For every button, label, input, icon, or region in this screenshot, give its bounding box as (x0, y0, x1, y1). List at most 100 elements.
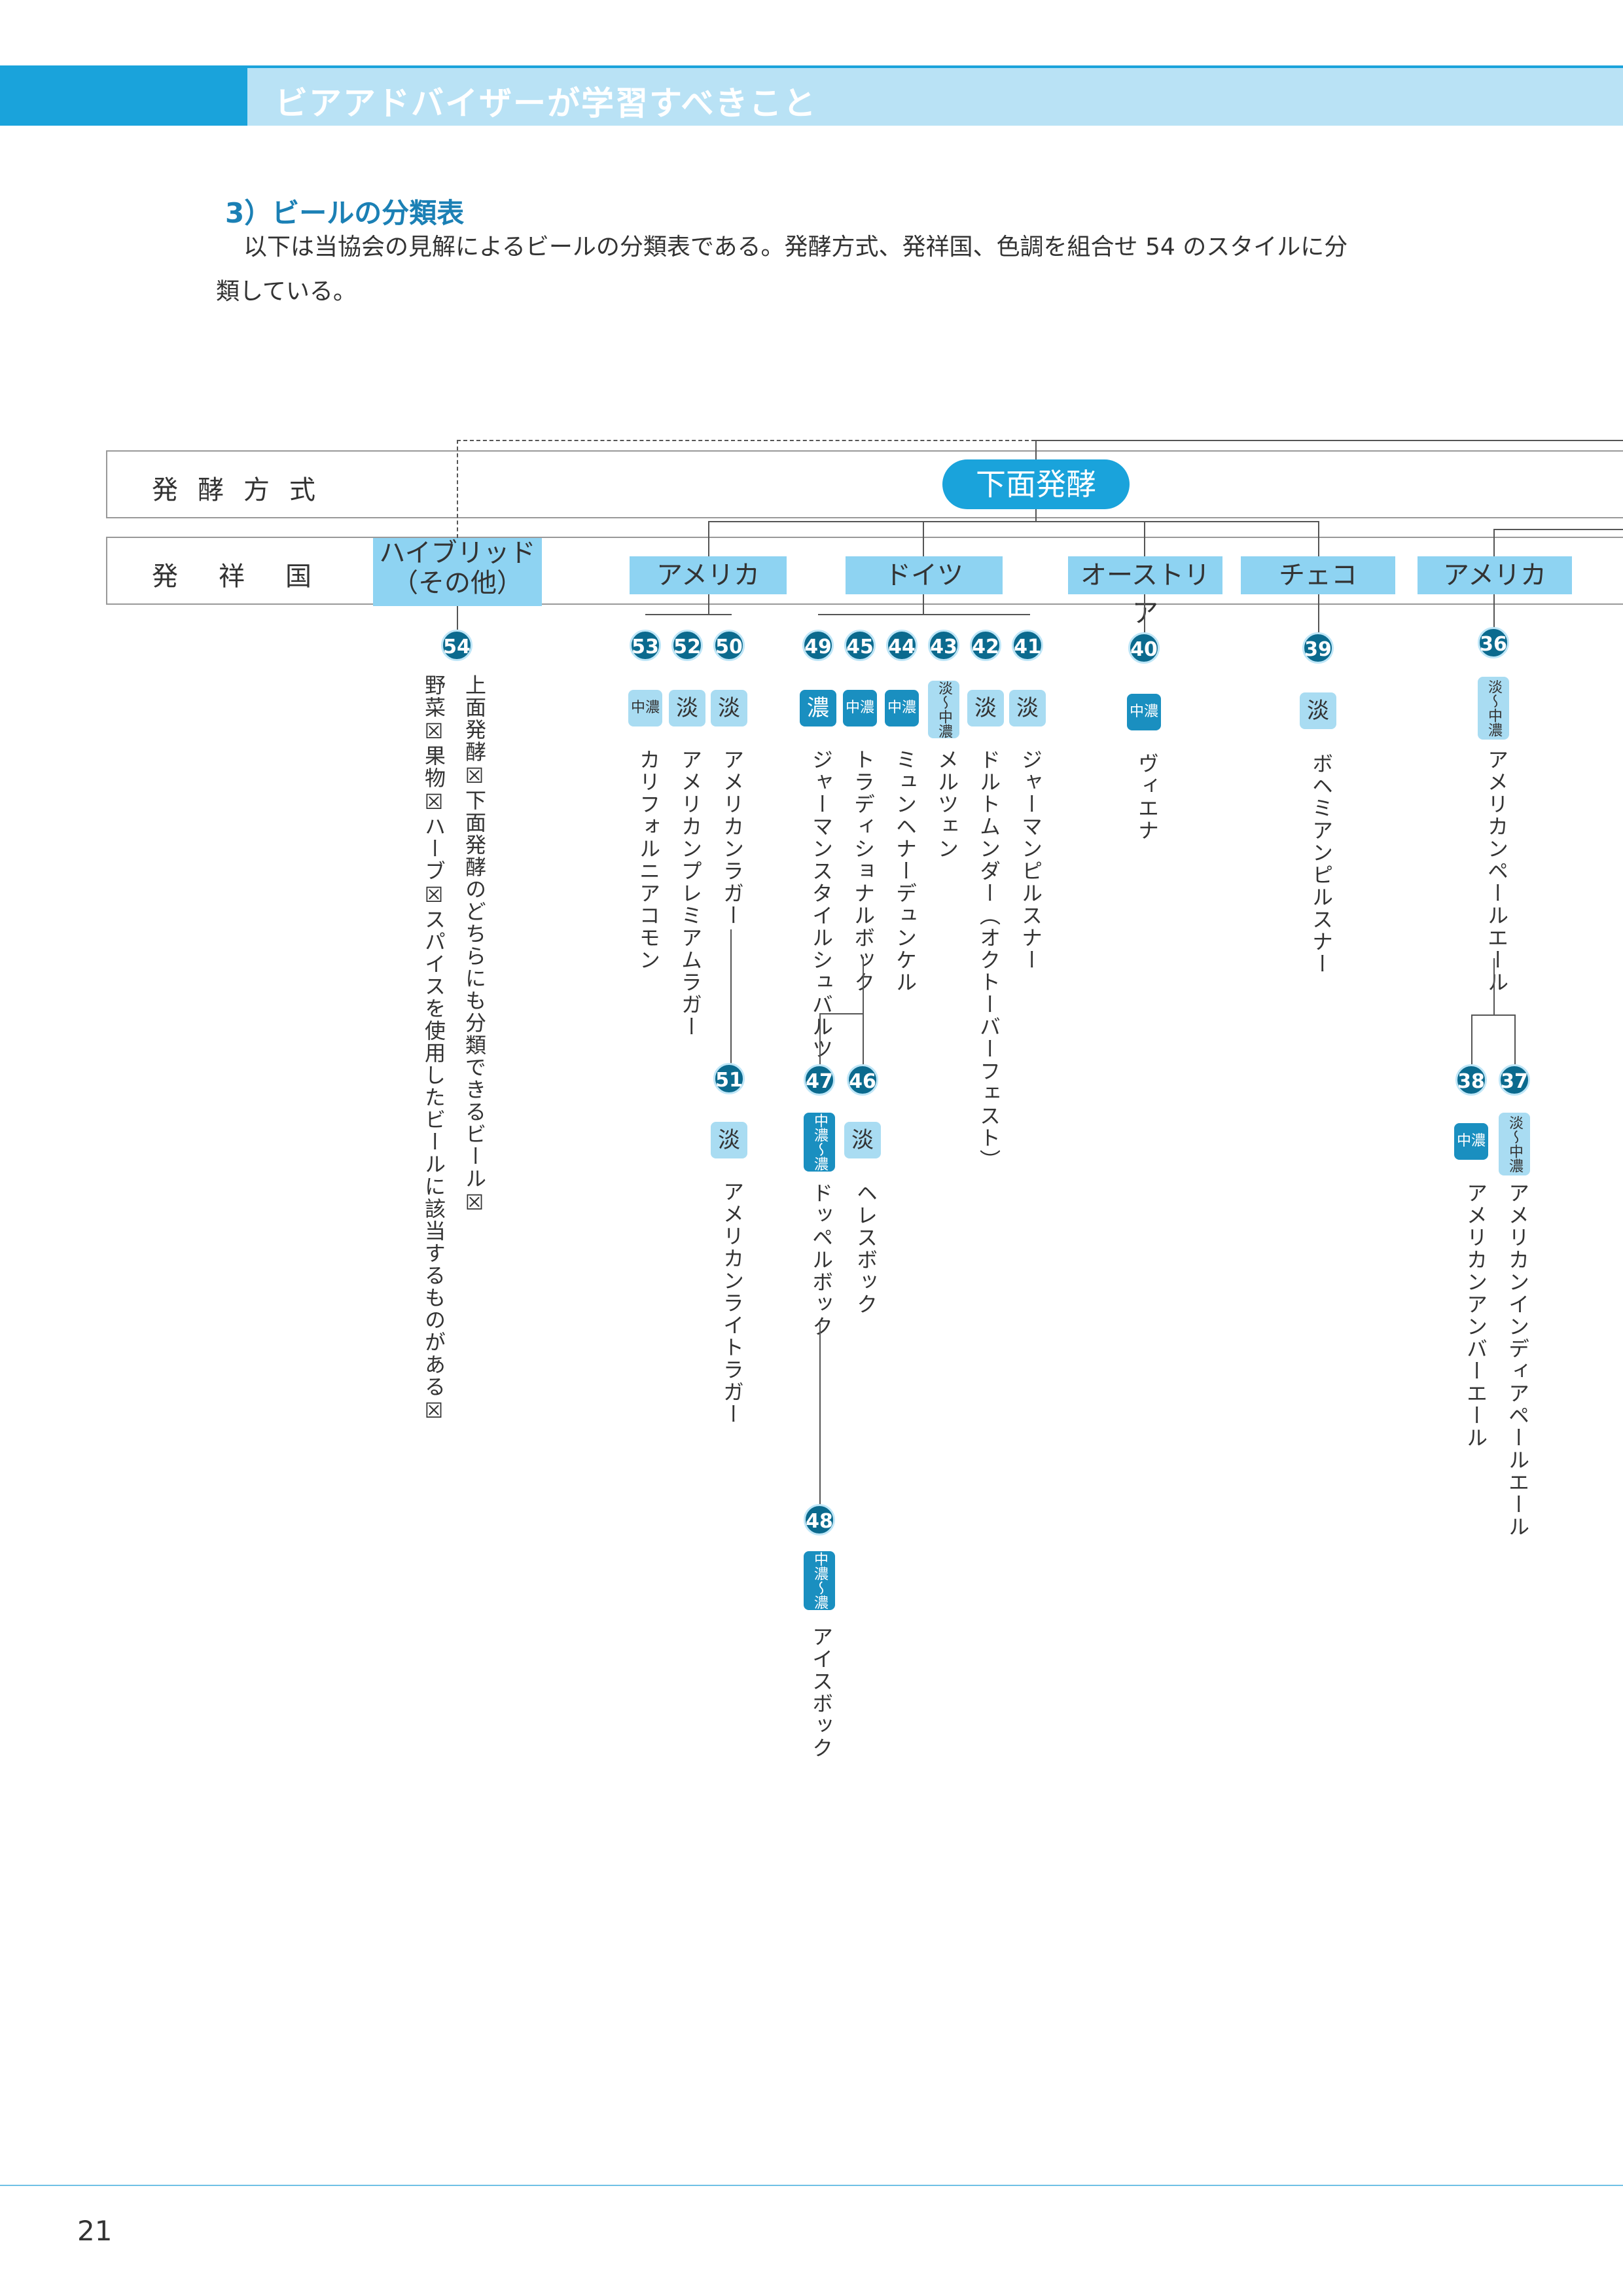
style-number: 51 (713, 1063, 745, 1094)
style-number: 45 (844, 630, 876, 661)
section-title: 3）ビールの分類表 (225, 197, 465, 229)
style-number: 52 (671, 630, 703, 661)
country-stub-2 (923, 521, 924, 556)
connector-36 (1493, 958, 1495, 1014)
style-name: ジャーマンピルスナー (1018, 749, 1043, 971)
section-paragraph-line2: 類している。 (216, 278, 357, 305)
style-name: アメリカンインディアペールエール (1505, 1182, 1530, 1538)
country-connector-2 (1493, 529, 1623, 530)
germany-stub (923, 594, 924, 614)
czech-stub (1318, 594, 1319, 634)
color-badge: 淡 (669, 690, 705, 726)
style-name: アメリカンアンバーエール (1463, 1182, 1488, 1449)
style-name: ボヘミアンピルスナー (1309, 753, 1334, 975)
color-badge: 中濃〜濃 (804, 1551, 835, 1610)
style-number: 48 (804, 1504, 835, 1535)
style-name: ミュンヘナーデュンケル (893, 749, 918, 994)
style-name: ジャーマンスタイルシュバルツ (809, 749, 834, 1060)
style-name: ヘレスボック (853, 1182, 878, 1316)
style-number: 44 (886, 630, 918, 661)
hybrid-desc-1: 上面発酵☒下面発酵のどちらにも分類できるビール☒ (462, 674, 487, 1216)
hybrid-stub (457, 606, 458, 630)
header-band-light (247, 68, 1623, 126)
style-name: アイスボック (809, 1626, 834, 1759)
color-badge: 淡〜中濃 (1478, 677, 1509, 740)
style-name: カリフォルニアコモン (636, 749, 661, 971)
color-badge: 淡 (844, 1122, 881, 1158)
hybrid-box: ハイブリッド （その他） (373, 538, 542, 606)
style-number: 38 (1455, 1064, 1487, 1096)
page-number: 21 (77, 2215, 113, 2247)
color-badge: 濃 (800, 690, 836, 726)
hybrid-desc-2: 野菜☒果物☒ハーブ☒スパイスを使用したビールに該当するものがある☒ (421, 674, 446, 1424)
section-paragraph-line1: 以下は当協会の見解によるビールの分類表である。発酵方式、発祥国、色調を組合せ 5… (243, 234, 1348, 260)
style-number: 50 (713, 630, 745, 661)
bock-stub-2 (863, 1013, 864, 1064)
style-name: アメリカンラガー (720, 749, 745, 927)
pill-connector (1035, 509, 1037, 521)
hybrid-dashed-top (457, 440, 1035, 441)
style-name: メルツェン (935, 749, 959, 860)
style-number: 42 (970, 630, 1001, 661)
country-america: アメリカ (630, 556, 787, 594)
country-stub-4 (1318, 521, 1319, 556)
color-badge: 中濃 (885, 690, 919, 726)
style-number: 37 (1499, 1064, 1530, 1096)
connector-50-51 (730, 929, 732, 1075)
color-badge: 淡 (711, 1122, 747, 1158)
austria-stub (1144, 594, 1145, 634)
style-name: アメリカンプレミアムラガー (678, 749, 703, 1038)
footer-line (0, 2185, 1623, 2186)
country-connector (708, 521, 1319, 522)
style-number: 53 (630, 630, 661, 661)
bock-connector (819, 1013, 864, 1014)
style-number: 36 (1478, 627, 1509, 658)
style-name: ヴィエナ (1135, 753, 1160, 842)
connector-47-48 (819, 1323, 821, 1513)
country-stub-3 (1144, 521, 1145, 556)
country-czech: チェコ (1241, 556, 1395, 594)
connector-top (1035, 440, 1623, 441)
header-title: ビアアドバイザーが学習すべきこと (275, 84, 817, 122)
fermentation-row-label: 発酵方式 (152, 475, 335, 505)
hybrid-line1: ハイブリッド (379, 538, 536, 568)
country-america-2: アメリカ (1418, 556, 1572, 594)
style-number: 41 (1012, 630, 1043, 661)
style-name: ドルトムンダー（オクトーバーフェスト） (976, 749, 1001, 1172)
style-name: アメリカンライトラガー (720, 1181, 745, 1426)
color-badge: 中濃 (1454, 1123, 1488, 1160)
germany-connector (818, 614, 1030, 615)
style-number: 40 (1128, 632, 1160, 664)
style-name: アメリカンペールエール (1484, 749, 1509, 994)
color-badge: 淡 (711, 690, 747, 726)
style-name: トラディショナルボック (851, 749, 876, 994)
style-number: 49 (802, 630, 834, 661)
style-number: 39 (1302, 632, 1334, 664)
color-badge: 淡 (1300, 692, 1336, 729)
color-badge: 中濃〜濃 (804, 1113, 835, 1172)
color-badge: 中濃 (628, 690, 662, 726)
country-austria: オーストリア (1068, 556, 1222, 628)
style-name: ドッペルボック (809, 1182, 834, 1338)
color-badge: 中濃 (843, 690, 877, 726)
color-badge: 淡〜中濃 (1499, 1113, 1530, 1175)
fermentation-bottom-pill: 下面発酵 (942, 459, 1130, 509)
ale-stub-1 (1471, 1014, 1472, 1064)
country-stub-1 (708, 521, 709, 556)
style-number: 47 (804, 1064, 835, 1096)
origin-row-label: 発祥国 (152, 562, 352, 592)
country-stub-5 (1493, 529, 1495, 556)
color-badge: 中濃 (1127, 694, 1161, 730)
color-badge: 淡 (967, 690, 1004, 726)
color-badge: 淡〜中濃 (928, 681, 959, 738)
header-top-line (0, 65, 1623, 68)
fermentation-row (106, 450, 1623, 518)
style-number: 54 (441, 630, 473, 661)
america-stub (708, 594, 709, 614)
connector-top-down (1035, 440, 1037, 463)
ale-connector (1471, 1014, 1516, 1016)
origin-row (106, 537, 1623, 605)
style-number: 43 (928, 630, 959, 661)
ale-stub-2 (1514, 1014, 1516, 1064)
connector-45 (863, 957, 864, 1013)
